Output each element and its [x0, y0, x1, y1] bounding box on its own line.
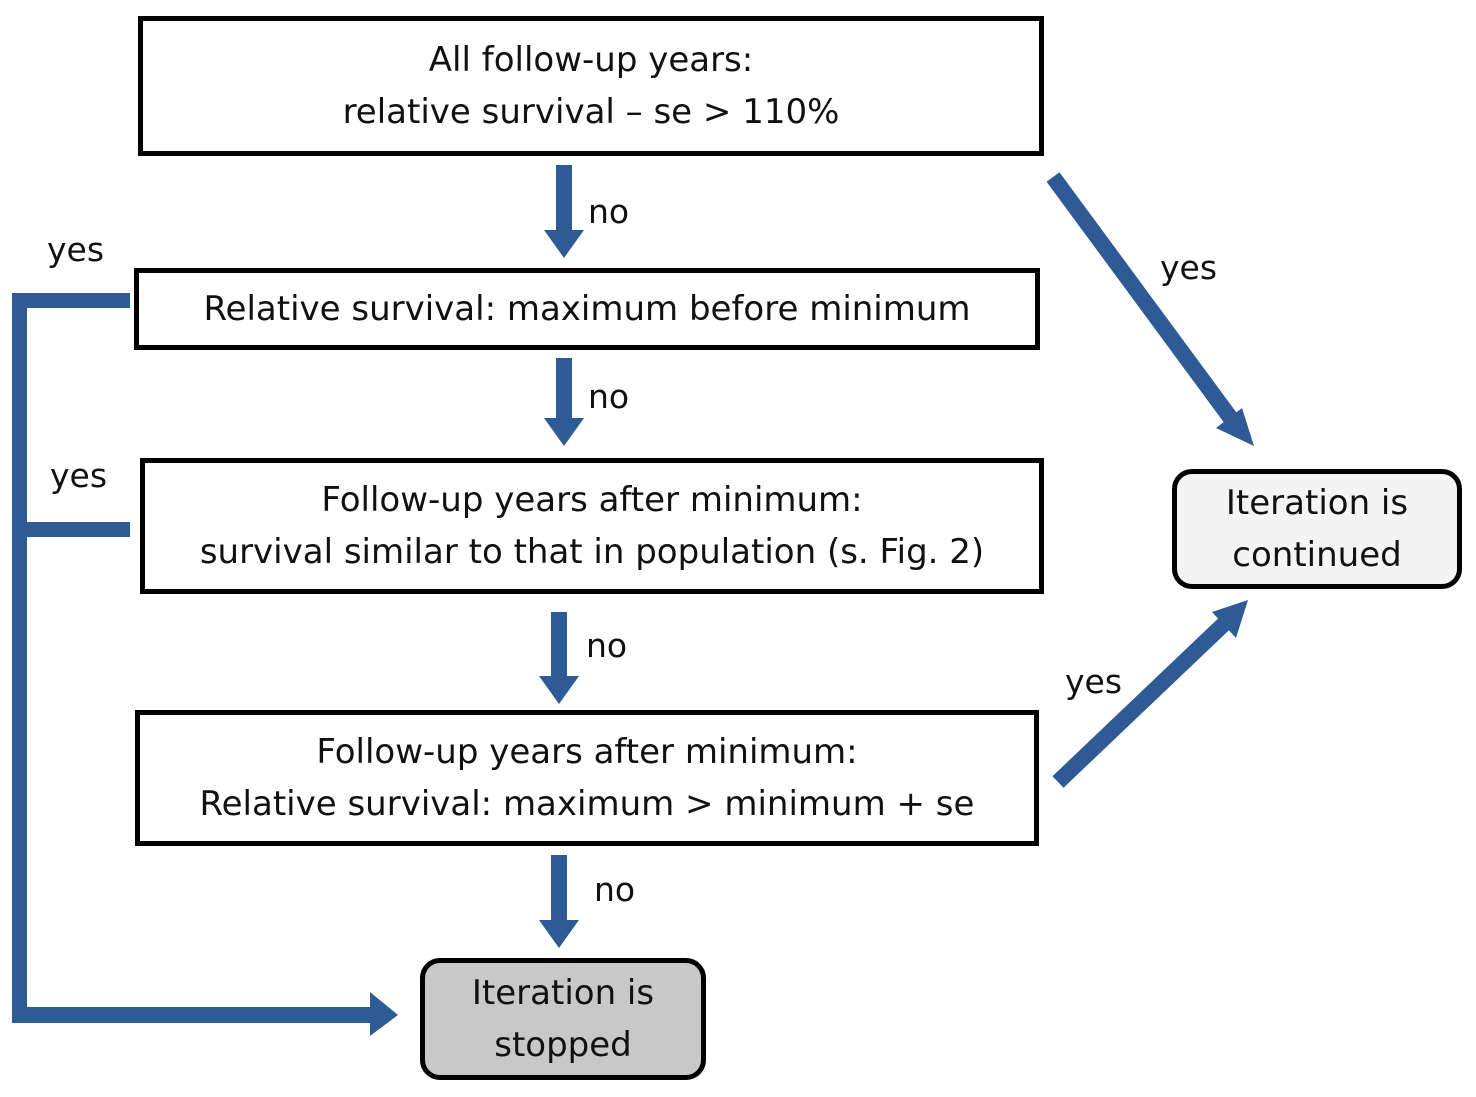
label-no-1: no: [588, 192, 630, 231]
decision-box-max-gt-min-line1: Follow-up years after minimum:: [316, 732, 858, 772]
terminal-stopped-line1: Iteration is: [471, 973, 655, 1013]
terminal-iteration-continued: Iteration is continued: [1172, 469, 1462, 589]
decision-box-max-gt-min-line2: Relative survival: maximum > minimum + s…: [199, 784, 975, 824]
decision-box-similar-population: Follow-up years after minimum: survival …: [140, 458, 1044, 594]
arrow-no-3: [539, 612, 579, 704]
label-yes-b2: yes: [47, 230, 105, 269]
label-yes-b3: yes: [50, 456, 108, 495]
label-yes-b1: yes: [1160, 248, 1218, 287]
decision-box-max-before-min: Relative survival: maximum before minimu…: [134, 268, 1040, 350]
arrow-no-1: [544, 165, 584, 258]
arrow-no-2: [544, 358, 584, 446]
decision-box-similar-population-line2: survival similar to that in population (…: [199, 532, 985, 572]
arrow-no-4: [539, 855, 579, 948]
decision-box-similar-population-line1: Follow-up years after minimum:: [321, 480, 863, 520]
label-yes-b4: yes: [1065, 662, 1123, 701]
yes-bracket-bottom: [12, 1007, 372, 1023]
yes-bracket-stub-b2: [12, 293, 130, 308]
arrow-to-stopped: [370, 992, 398, 1036]
arrow-yes-b4: [1052, 600, 1248, 788]
terminal-stopped-line2: stopped: [494, 1025, 632, 1065]
terminal-continued-line1: Iteration is: [1225, 483, 1409, 523]
terminal-continued-line2: continued: [1232, 535, 1402, 575]
label-no-2: no: [588, 377, 630, 416]
label-no-4: no: [594, 870, 636, 909]
decision-box-max-gt-min: Follow-up years after minimum: Relative …: [135, 710, 1039, 846]
decision-box-all-years-line2: relative survival – se > 110%: [342, 92, 840, 132]
decision-box-all-years-line1: All follow-up years:: [428, 40, 754, 80]
arrow-yes-b1: [1046, 172, 1254, 446]
decision-box-max-before-min-line1: Relative survival: maximum before minimu…: [203, 289, 971, 329]
terminal-iteration-stopped: Iteration is stopped: [420, 958, 706, 1080]
label-no-3: no: [586, 626, 628, 665]
decision-box-all-years: All follow-up years: relative survival –…: [138, 16, 1044, 156]
yes-bracket-stub-b3: [12, 522, 130, 537]
yes-bracket-vertical: [12, 295, 27, 1023]
